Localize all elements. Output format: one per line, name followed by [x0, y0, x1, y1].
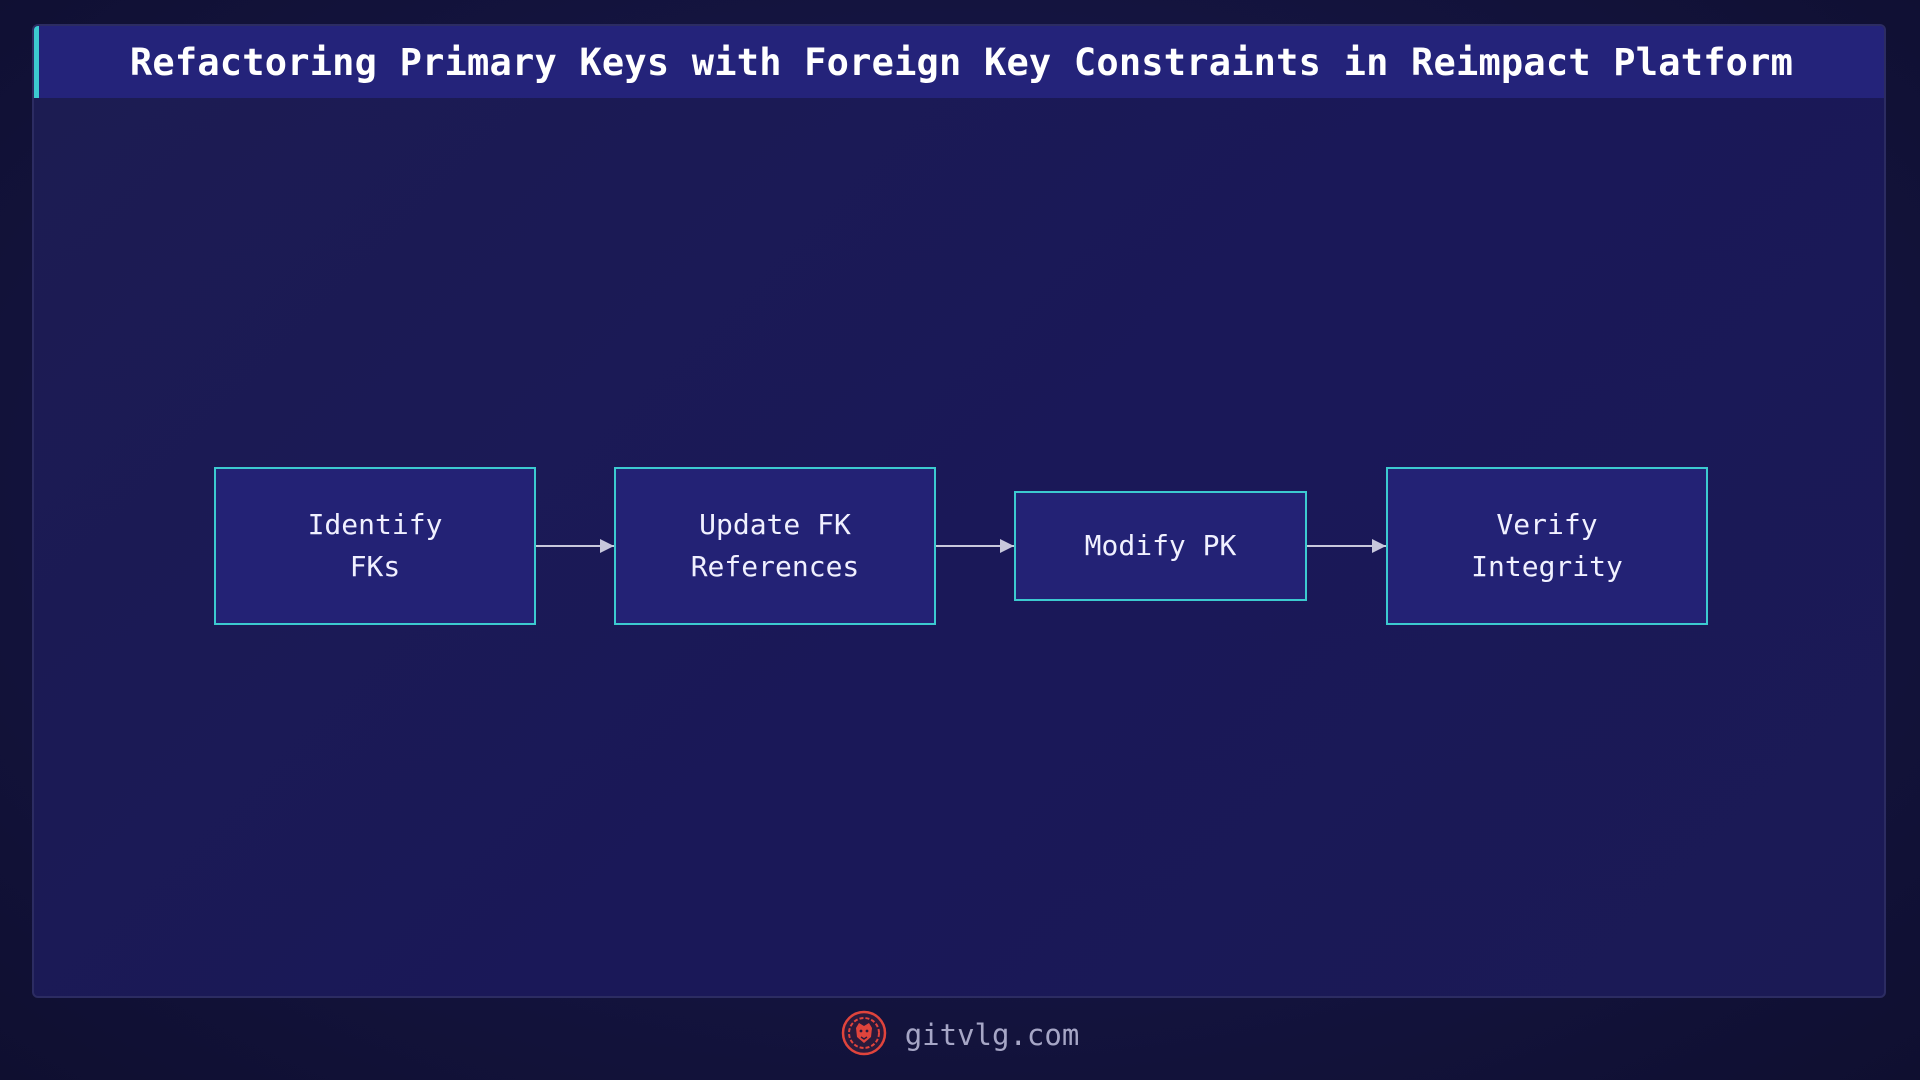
footer-site-label[interactable]: gitvlg.com [904, 1018, 1080, 1052]
lion-logo-icon [841, 1010, 887, 1060]
node-verify-integrity: Verify Integrity [1386, 467, 1708, 625]
node-update-fk-references: Update FK References [614, 467, 936, 625]
node-modify-pk: Modify PK [1014, 491, 1307, 601]
title-bar: Refactoring Primary Keys with Foreign Ke… [34, 26, 1884, 98]
diagram-title: Refactoring Primary Keys with Foreign Ke… [129, 40, 1794, 84]
footer: gitvlg.com [0, 1010, 1920, 1060]
node-identify-fks: Identify FKs [214, 467, 536, 625]
